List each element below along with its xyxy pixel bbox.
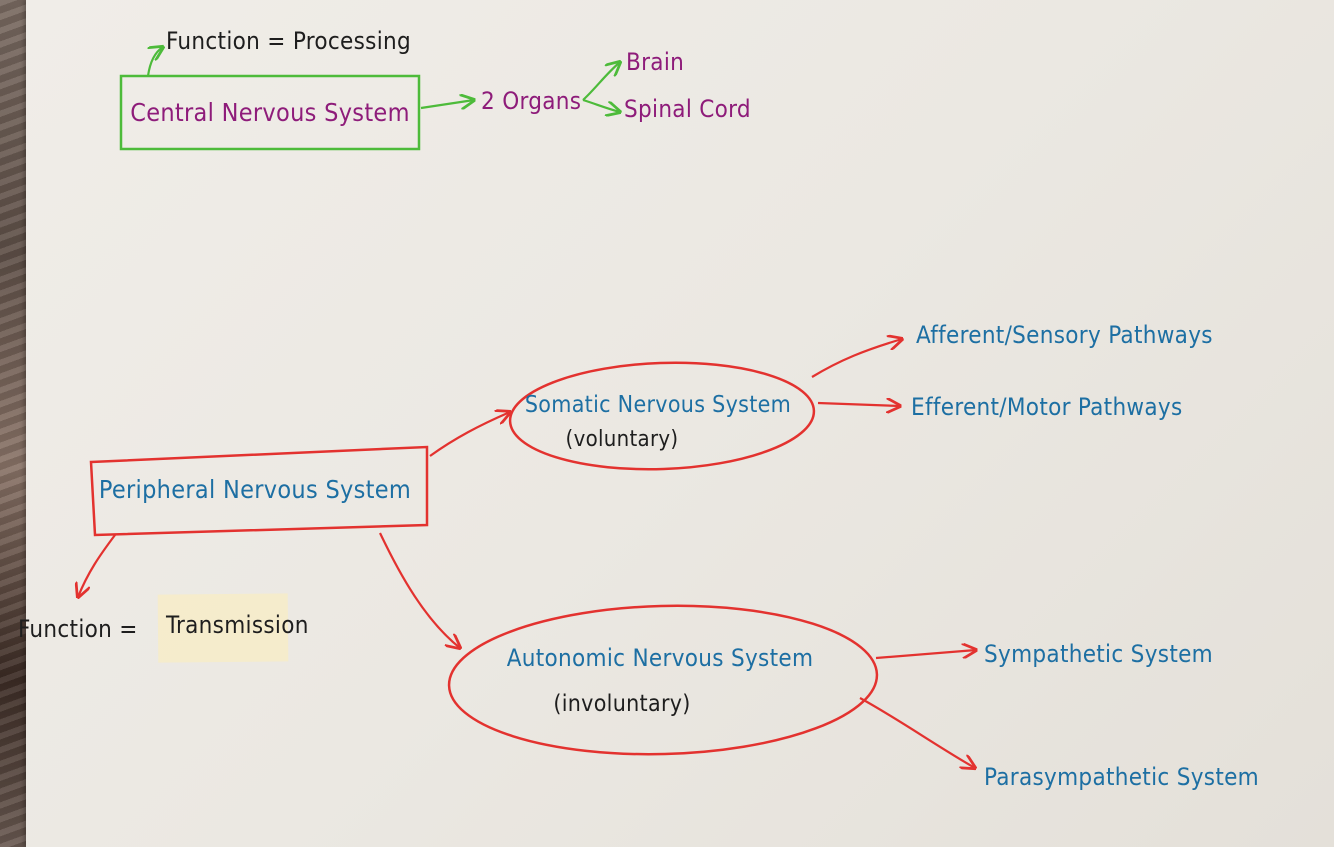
sympathetic-arrow [875,650,976,660]
efferent-label: Efferent/Motor Pathways [911,393,1183,421]
somatic-ellipse [508,361,816,471]
somatic-label: Somatic Nervous System [525,392,791,418]
parasympathetic-arrow [859,697,975,768]
pns-function-value: Transmission [165,611,309,639]
spinal-cord-arrow [582,98,620,112]
cns-group: Central Nervous System Function = Proces… [119,27,751,151]
pns-label: Peripheral Nervous System [99,475,411,504]
autonomic-arrow [379,532,460,648]
cns-box [119,74,421,151]
spinal-cord-label: Spinal Cord [624,95,751,123]
autonomic-label: Autonomic Nervous System [507,644,814,672]
afferent-label: Afferent/Sensory Pathways [916,321,1213,349]
brain-arrow [582,62,620,101]
pns-function-label: Function = [18,615,138,643]
cns-organs-arrow [420,100,474,108]
cns-label: Central Nervous System [130,98,410,127]
brain-label: Brain [626,48,684,76]
autonomic-note: (involuntary) [553,691,690,717]
somatic-arrow [429,412,510,457]
cns-function-label: Function = Processing [166,27,411,55]
afferent-arrow [811,339,902,378]
cns-function-arrow [146,47,163,77]
parasympathetic-label: Parasympathetic System [984,763,1259,791]
somatic-note: (voluntary) [566,427,679,452]
paper-sheet [26,0,1334,847]
sympathetic-label: Sympathetic System [984,640,1213,668]
pns-function-arrow [78,534,116,597]
pns-group: Peripheral Nervous System Function = Tra… [18,321,1259,791]
organs-label: 2 Organs [481,87,581,115]
pns-box [89,445,429,537]
autonomic-ellipse [447,604,879,756]
efferent-arrow [817,403,900,406]
